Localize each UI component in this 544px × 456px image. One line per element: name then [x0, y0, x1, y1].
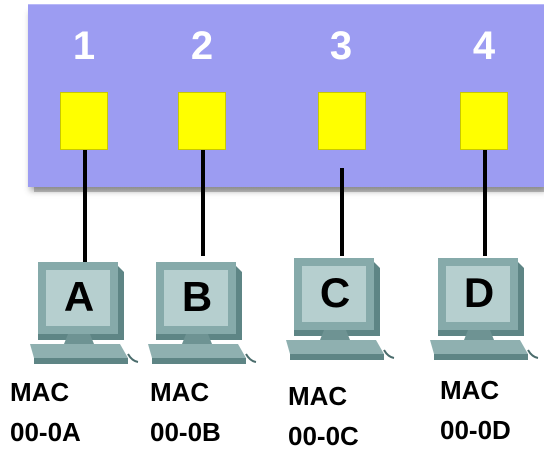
- computer-icon: [286, 258, 395, 360]
- port-number-3: 3: [329, 24, 353, 68]
- mac-label-a: MAC 00-0A: [10, 372, 81, 452]
- computer-icon: [30, 262, 139, 364]
- switch-port-3[interactable]: [318, 92, 366, 150]
- mac-prefix: MAC: [440, 375, 500, 405]
- mac-label-c: MAC 00-0C: [288, 376, 359, 456]
- port-number-4: 4: [472, 24, 496, 68]
- mac-address: 00-0C: [288, 421, 359, 451]
- cable-port-2: [201, 150, 205, 256]
- computer-b[interactable]: B: [146, 258, 258, 368]
- computer-c[interactable]: C: [284, 254, 396, 364]
- port-number-1: 1: [72, 24, 96, 68]
- cable-port-3: [340, 168, 344, 256]
- computer-label-d: D: [463, 269, 495, 316]
- mac-address: 00-0D: [440, 415, 511, 445]
- mac-label-b: MAC 00-0B: [150, 372, 221, 452]
- switch-port-4[interactable]: [460, 92, 508, 150]
- mac-prefix: MAC: [288, 381, 348, 411]
- computer-a[interactable]: A: [28, 258, 140, 368]
- computer-icon: [148, 262, 257, 364]
- switch-port-2[interactable]: [178, 92, 226, 150]
- switch-port-1[interactable]: [60, 92, 108, 150]
- computer-icon: [430, 258, 539, 360]
- port-number-2: 2: [190, 24, 214, 68]
- mac-prefix: MAC: [10, 377, 70, 407]
- mac-prefix: MAC: [150, 377, 210, 407]
- switch: [28, 4, 544, 187]
- mac-label-d: MAC 00-0D: [440, 370, 511, 450]
- mac-address: 00-0B: [150, 417, 221, 447]
- computer-label-a: A: [63, 273, 95, 320]
- cable-port-1: [83, 150, 87, 262]
- cable-port-4: [483, 150, 487, 256]
- mac-address: 00-0A: [10, 417, 81, 447]
- computer-d[interactable]: D: [428, 254, 540, 364]
- computer-label-b: B: [181, 273, 213, 320]
- computer-label-c: C: [319, 269, 351, 316]
